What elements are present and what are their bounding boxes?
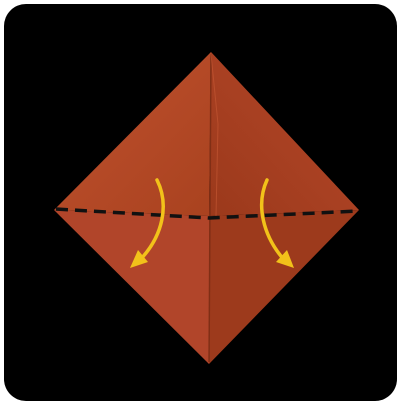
paper-face-upper-left: [54, 52, 211, 216]
paper-face-lower-right: [209, 210, 359, 364]
paper-face-lower-left: [54, 210, 209, 364]
paper-face-upper-right: [209, 52, 359, 216]
photo-frame: [4, 4, 397, 401]
origami-illustration: [4, 4, 397, 401]
